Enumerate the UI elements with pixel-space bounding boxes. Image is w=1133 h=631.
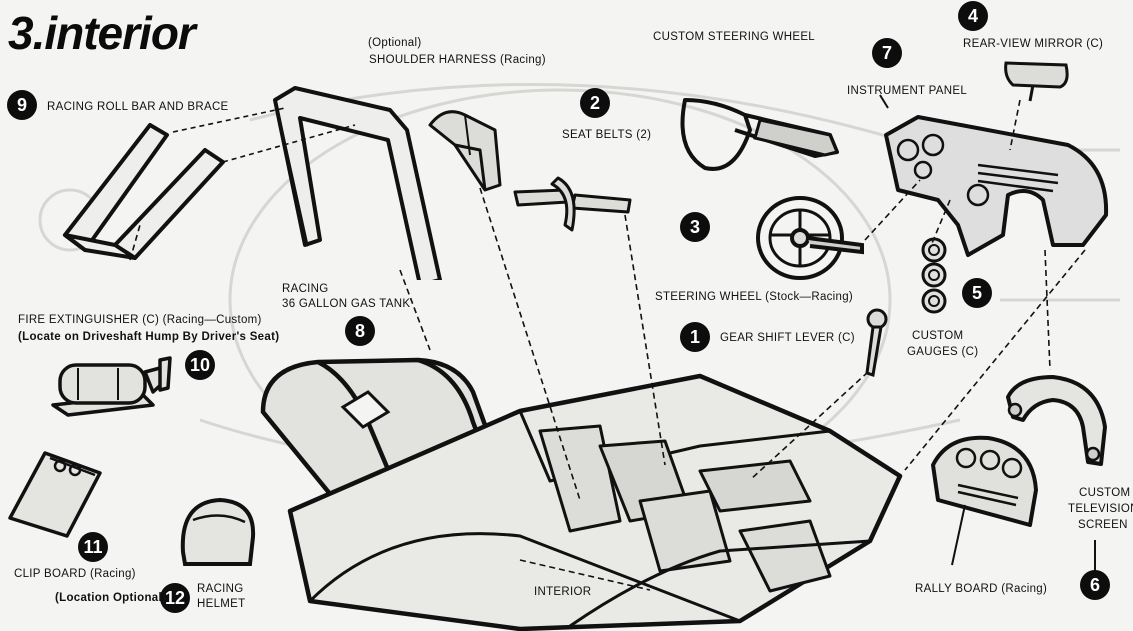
fire-extinguisher-icon (51, 356, 172, 417)
label-rear-view-mirror: REAR-VIEW MIRROR (C) (963, 38, 1104, 50)
label-shoulder-harness: SHOULDER HARNESS (Racing) (369, 54, 546, 66)
gear-shift-icon (865, 308, 888, 377)
label-helmet-2: HELMET (197, 598, 246, 610)
television-screen-icon (1006, 375, 1107, 466)
label-custom-gauges-2: GAUGES (C) (907, 346, 979, 358)
label-gas-tank-1: RACING (282, 283, 329, 295)
label-harness-optional: (Optional) (368, 37, 422, 49)
label-instrument-panel: INSTRUMENT PANEL (847, 85, 968, 97)
label-clip-board: CLIP BOARD (Racing) (14, 568, 136, 580)
badge-2: 2 (580, 88, 610, 118)
label-gas-tank-2: 36 GALLON GAS TANK (282, 298, 411, 310)
label-tv-screen-2: TELEVISION (1068, 503, 1133, 515)
label-rally-board: RALLY BOARD (Racing) (915, 583, 1048, 595)
label-clip-board-note: (Location Optional) (55, 592, 167, 604)
clip-board-icon (8, 451, 102, 538)
badge-3: 3 (680, 212, 710, 242)
gauge-icon (921, 237, 947, 314)
interior-tub-icon (287, 373, 903, 631)
label-seat-belts: SEAT BELTS (2) (562, 129, 652, 141)
badge-8: 8 (345, 316, 375, 346)
label-interior: INTERIOR (534, 586, 592, 598)
badge-9: 9 (7, 90, 37, 120)
label-tv-screen-1: CUSTOM (1079, 487, 1131, 499)
steering-wheel-icon (756, 196, 864, 280)
badge-10: 10 (185, 350, 215, 380)
roll-bar-icon (63, 86, 442, 280)
label-helmet-1: RACING (197, 583, 244, 595)
label-fire-extinguisher: FIRE EXTINGUISHER (C) (Racing—Custom) (18, 314, 262, 326)
custom-steering-wheel-icon (680, 98, 840, 171)
badge-11: 11 (78, 532, 108, 562)
label-steering-wheel: STEERING WHEEL (Stock—Racing) (655, 291, 854, 303)
label-custom-steering-wheel: CUSTOM STEERING WHEEL (653, 31, 815, 43)
badge-7: 7 (872, 38, 902, 68)
seat-belt-icon (513, 176, 632, 232)
badge-6: 6 (1080, 570, 1110, 600)
badge-4: 4 (958, 1, 988, 31)
page-title: 3.interior (8, 7, 196, 59)
badge-5: 5 (962, 278, 992, 308)
shoulder-harness-icon (428, 110, 502, 192)
label-roll-bar: RACING ROLL BAR AND BRACE (47, 101, 229, 113)
badge-12: 12 (160, 583, 190, 613)
instrument-panel-icon (884, 115, 1109, 257)
rally-board-icon (931, 435, 1038, 527)
label-fire-extinguisher-note: (Locate on Driveshaft Hump By Driver's S… (18, 331, 280, 343)
label-tv-screen-3: SCREEN (1078, 519, 1128, 531)
badge-1: 1 (680, 322, 710, 352)
label-custom-gauges-1: CUSTOM (912, 330, 964, 342)
helmet-icon (180, 497, 256, 566)
rear-view-mirror-icon (1004, 61, 1069, 102)
label-gear-shift: GEAR SHIFT LEVER (C) (720, 332, 855, 344)
